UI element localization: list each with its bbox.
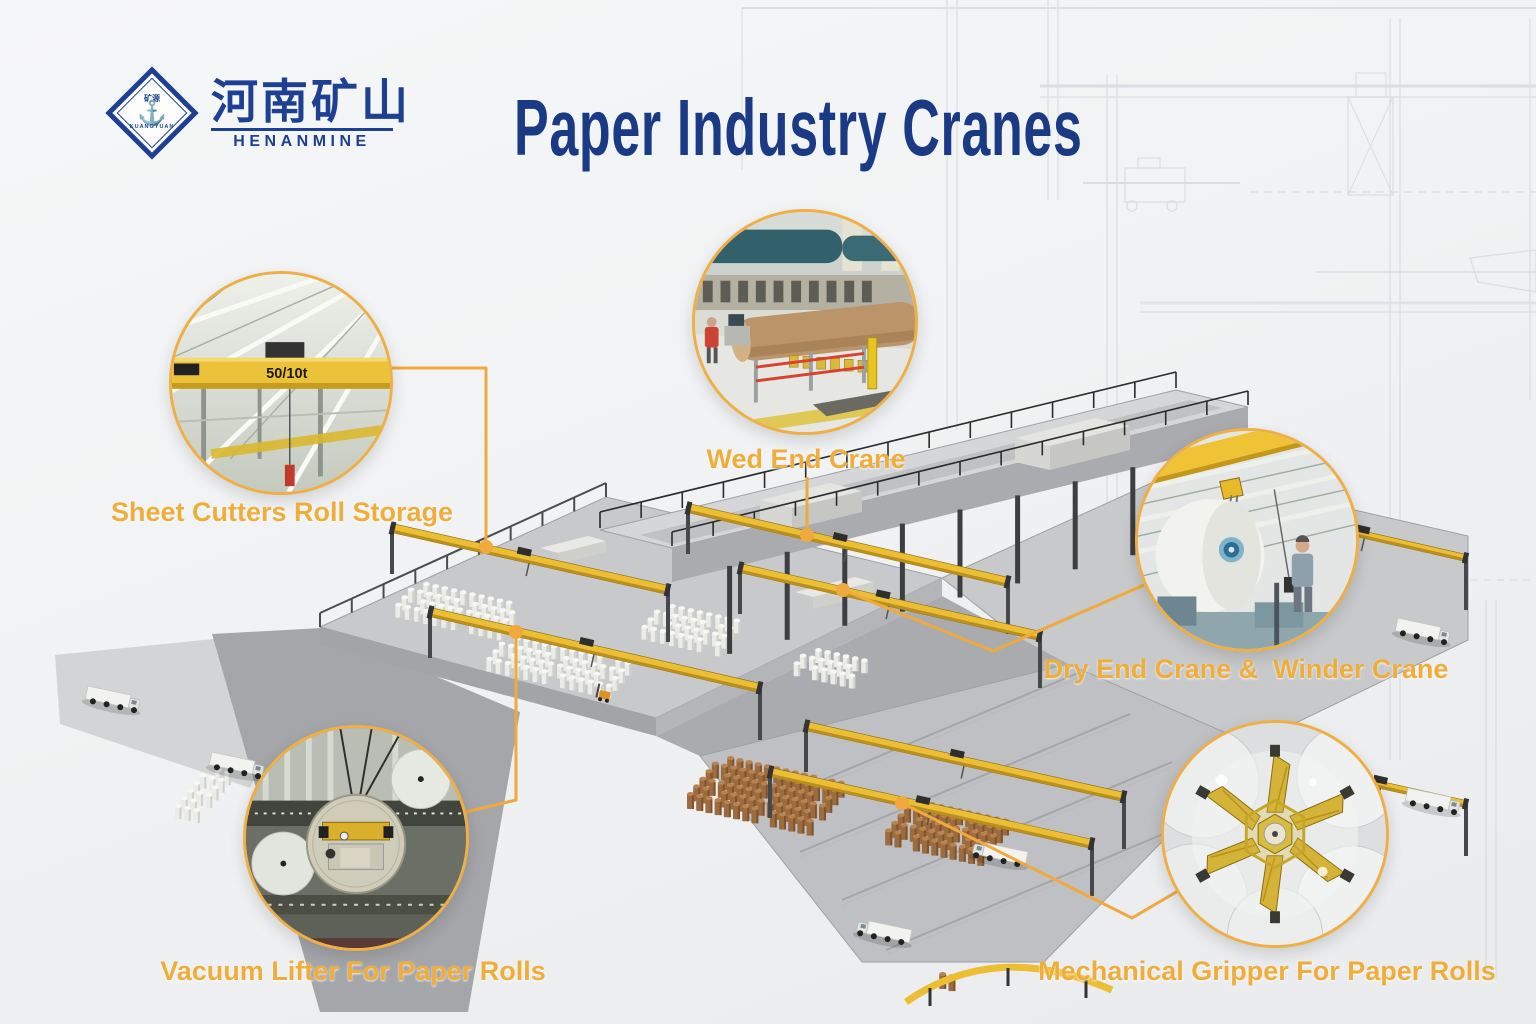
callout-label-dry-end: Dry End Crane & Winder Crane <box>1043 654 1449 684</box>
photo-circle-mechanical-gripper <box>1161 720 1389 948</box>
crane-capacity-marking: 50/10t <box>266 366 307 382</box>
anchor-hook-icon: ⚓ <box>137 100 167 128</box>
callout-label-mechanical-gripper: Mechanical Gripper For Paper Rolls <box>1038 956 1496 986</box>
curved-monorail <box>903 963 1114 1006</box>
truck <box>1401 787 1461 818</box>
truck <box>205 751 265 782</box>
forklift <box>595 683 611 703</box>
callout-label-wed-end: Wed End Crane <box>706 444 906 474</box>
paper-rolls-brown <box>687 756 845 836</box>
callout-label-sheet-cutters: Sheet Cutters Roll Storage <box>110 497 454 527</box>
callout-label-vacuum-lifter: Vacuum Lifter For Paper Rolls <box>160 956 546 986</box>
paper-rolls-white <box>793 648 868 689</box>
brand-logo: 矿源 ⚓ KUANGYUAN 河南矿山 HENANMINE <box>103 56 423 176</box>
truck <box>81 685 141 716</box>
logo-diamond-mark: 矿源 ⚓ KUANGYUAN <box>105 66 199 160</box>
paper-rolls-white <box>175 768 231 824</box>
truck <box>1391 617 1451 648</box>
brand-wordmark: 河南矿山 HENANMINE <box>211 78 411 151</box>
company-name-chinese: 河南矿山 <box>211 75 411 128</box>
logo-arc-text: KUANGYUAN <box>129 124 175 131</box>
paper-rolls-white <box>641 604 741 657</box>
photo-circle-vacuum-lifter <box>243 725 469 951</box>
truck <box>852 920 913 948</box>
yellow-crane-girders <box>388 501 1470 896</box>
company-name-english: HENANMINE <box>211 128 393 151</box>
photo-circle-wed-end <box>692 209 918 435</box>
photo-circle-sheet-cutters: 50/10t <box>169 271 393 495</box>
photo-circle-dry-end <box>1135 428 1359 652</box>
page-title: Paper Industry Cranes <box>514 83 1083 172</box>
